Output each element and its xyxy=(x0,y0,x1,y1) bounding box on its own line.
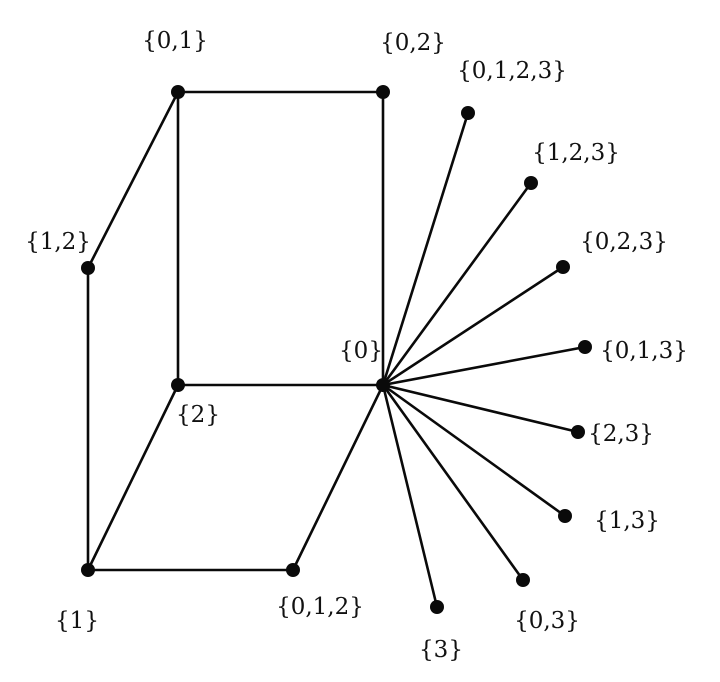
graph-node-label-n03: {0,3} xyxy=(514,608,580,634)
graph-node-label-n23: {2,3} xyxy=(588,421,654,447)
graph-node-label-n1: {1} xyxy=(55,608,99,634)
graph-edge-n2-n1 xyxy=(86,383,180,572)
graph-edge-n0-n013 xyxy=(381,345,587,387)
graph-edge-n012-n0 xyxy=(291,383,385,572)
graph-node-label-n2: {2} xyxy=(176,402,220,428)
graph-edge-n0-n13 xyxy=(381,383,567,518)
graph-node-n0 xyxy=(376,378,390,392)
graph-edge-n0-n0123 xyxy=(381,111,470,387)
graph-node-n03 xyxy=(516,573,530,587)
graph-node-n13 xyxy=(558,509,572,523)
graph-node-n023 xyxy=(556,260,570,274)
graph-edge-n0-n023 xyxy=(381,265,565,387)
graph-node-label-n012: {0,1,2} xyxy=(276,594,364,620)
graph-node-n2 xyxy=(171,378,185,392)
graph-node-label-n02: {0,2} xyxy=(380,30,446,56)
graph-node-label-n12: {1,2} xyxy=(25,229,91,255)
graph-edge-n0-n123 xyxy=(381,181,533,387)
graph-node-n02 xyxy=(376,85,390,99)
graph-node-n01 xyxy=(171,85,185,99)
graph-node-label-n0: {0} xyxy=(339,338,383,364)
graph-node-n12 xyxy=(81,261,95,275)
graph-node-label-n3: {3} xyxy=(419,637,463,663)
graph-node-n0123 xyxy=(461,106,475,120)
graph-node-label-n0123: {0,1,2,3} xyxy=(457,58,567,84)
graph-node-label-n01: {0,1} xyxy=(142,28,208,54)
graph-node-n123 xyxy=(524,176,538,190)
graph-edge-n0-n03 xyxy=(381,383,525,582)
graph-node-label-n123: {1,2,3} xyxy=(532,140,620,166)
graph-edge-n0-n23 xyxy=(381,383,580,434)
graph-node-label-n023: {0,2,3} xyxy=(580,229,668,255)
graph-edge-n01-n12 xyxy=(86,90,180,270)
graph-node-n012 xyxy=(286,563,300,577)
graph-node-n1 xyxy=(81,563,95,577)
graph-node-n013 xyxy=(578,340,592,354)
graph-node-n3 xyxy=(430,600,444,614)
graph-node-label-n013: {0,1,3} xyxy=(600,338,688,364)
graph-node-label-n13: {1,3} xyxy=(594,508,660,534)
graph-edge-n0-n3 xyxy=(381,383,439,609)
graph-node-n23 xyxy=(571,425,585,439)
